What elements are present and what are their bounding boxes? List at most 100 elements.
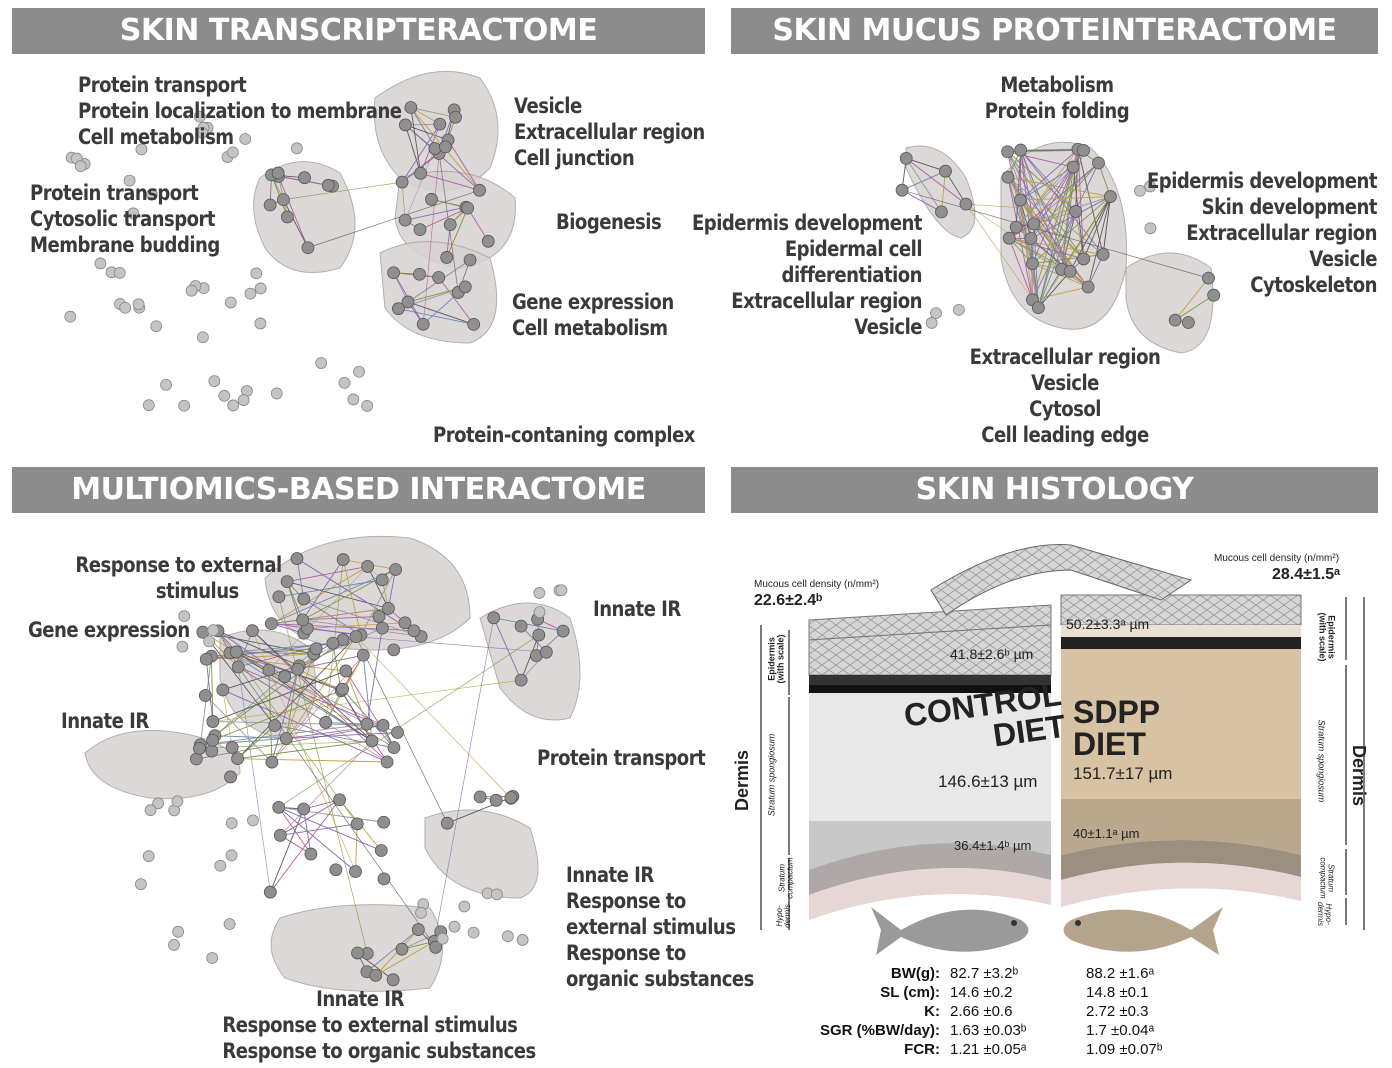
- sdpp-spongiosum-thickness: 151.7±17 µm: [1073, 764, 1173, 783]
- network-edge: [906, 157, 946, 172]
- network-edge: [271, 608, 389, 624]
- network-edge: [434, 617, 495, 942]
- network-edge: [302, 615, 379, 621]
- network-node: [401, 295, 415, 309]
- network-node: [1096, 248, 1110, 261]
- network-edge: [297, 654, 364, 670]
- network-edge: [222, 689, 233, 748]
- network-edge: [405, 124, 449, 141]
- cluster-hull: [479, 602, 581, 721]
- network-node: [297, 802, 311, 816]
- network-node: [290, 142, 303, 155]
- metric-key: BW(g):: [890, 965, 940, 982]
- network-node: [203, 635, 216, 648]
- network-edge: [367, 566, 389, 609]
- network-node: [193, 742, 206, 755]
- network-edge: [401, 931, 441, 950]
- network-node: [389, 563, 402, 576]
- network-edge: [1008, 238, 1033, 300]
- network-node: [291, 662, 305, 676]
- network-node: [1144, 180, 1156, 193]
- network-edge: [901, 189, 1209, 279]
- network-node: [514, 619, 528, 633]
- network-node: [1001, 170, 1015, 184]
- network-node: [239, 133, 252, 145]
- metric-sdpp: 14.8 ±0.1: [1086, 984, 1149, 1001]
- network-edge: [1020, 148, 1079, 201]
- metric-sdpp: 2.72 ±0.3: [1086, 1003, 1149, 1020]
- network-edge: [237, 725, 275, 759]
- network-edge: [419, 207, 468, 231]
- network-edge: [1019, 199, 1032, 239]
- network-edge: [237, 630, 253, 668]
- metric-control: 1.21 ±0.05ᵃ: [950, 1041, 1027, 1058]
- control-fish-icon: [871, 907, 1029, 955]
- network-node: [189, 752, 203, 766]
- network-node: [206, 952, 219, 964]
- network-node: [132, 298, 145, 311]
- network-edge: [420, 172, 480, 191]
- network-node: [458, 280, 472, 294]
- network-edge: [345, 670, 368, 725]
- network-node: [461, 201, 475, 215]
- network-edge: [1007, 176, 1104, 255]
- network-node: [514, 673, 528, 687]
- right-hypodermis-layer-label: Hypo- dermis: [1316, 901, 1334, 927]
- network-edge: [1033, 162, 1099, 225]
- network-node: [304, 847, 318, 861]
- sdpp-fish-icon: [1063, 907, 1223, 955]
- network-edge: [410, 107, 456, 118]
- network-edge: [271, 623, 414, 632]
- network-node: [1026, 257, 1039, 270]
- network-node: [449, 110, 462, 124]
- network-node: [206, 715, 220, 728]
- network-node: [113, 266, 126, 279]
- network-node: [1013, 193, 1027, 207]
- network-node: [375, 621, 389, 635]
- network-node: [265, 755, 279, 769]
- network-edge: [280, 740, 373, 836]
- right-layer-arrows: [1345, 597, 1365, 930]
- network-node: [351, 946, 364, 960]
- network-node: [326, 636, 340, 650]
- network-node: [939, 164, 952, 178]
- network-edge: [287, 581, 389, 609]
- network-node: [193, 110, 206, 123]
- network-node: [930, 307, 942, 320]
- network-edge: [237, 666, 436, 948]
- control-skin-block: [808, 604, 1052, 920]
- network-node: [1009, 220, 1023, 234]
- network-edge: [1102, 196, 1111, 255]
- network-node: [504, 791, 518, 805]
- control-epidermis-thickness: 41.8±2.6ᵇ µm: [950, 646, 1034, 662]
- network-edge: [1030, 196, 1111, 239]
- network-node: [425, 192, 438, 206]
- transcript-network: [64, 70, 516, 412]
- network-edge: [342, 559, 362, 636]
- network-edge: [237, 740, 373, 760]
- control-density-label: Mucous cell density (n/mm²): [754, 579, 880, 590]
- sdpp-compactum-thickness: 40±1.1ᵃ µm: [1073, 826, 1140, 841]
- metric-key: FCR:: [904, 1041, 940, 1058]
- metric-control: 2.66 ±0.6: [950, 1003, 1013, 1020]
- multiomics-network: [84, 535, 581, 992]
- network-node: [1104, 190, 1117, 203]
- network-node: [298, 171, 311, 185]
- network-edge: [410, 107, 422, 174]
- network-node: [467, 317, 481, 331]
- network-node: [413, 223, 427, 237]
- network-node: [377, 815, 391, 829]
- sdpp-density-value: 28.4±1.5ᵃ: [1272, 566, 1341, 583]
- network-node: [264, 617, 278, 631]
- network-node: [168, 939, 180, 951]
- network-edge: [1020, 148, 1078, 151]
- network-edge: [1007, 176, 1084, 260]
- network-node: [398, 118, 412, 132]
